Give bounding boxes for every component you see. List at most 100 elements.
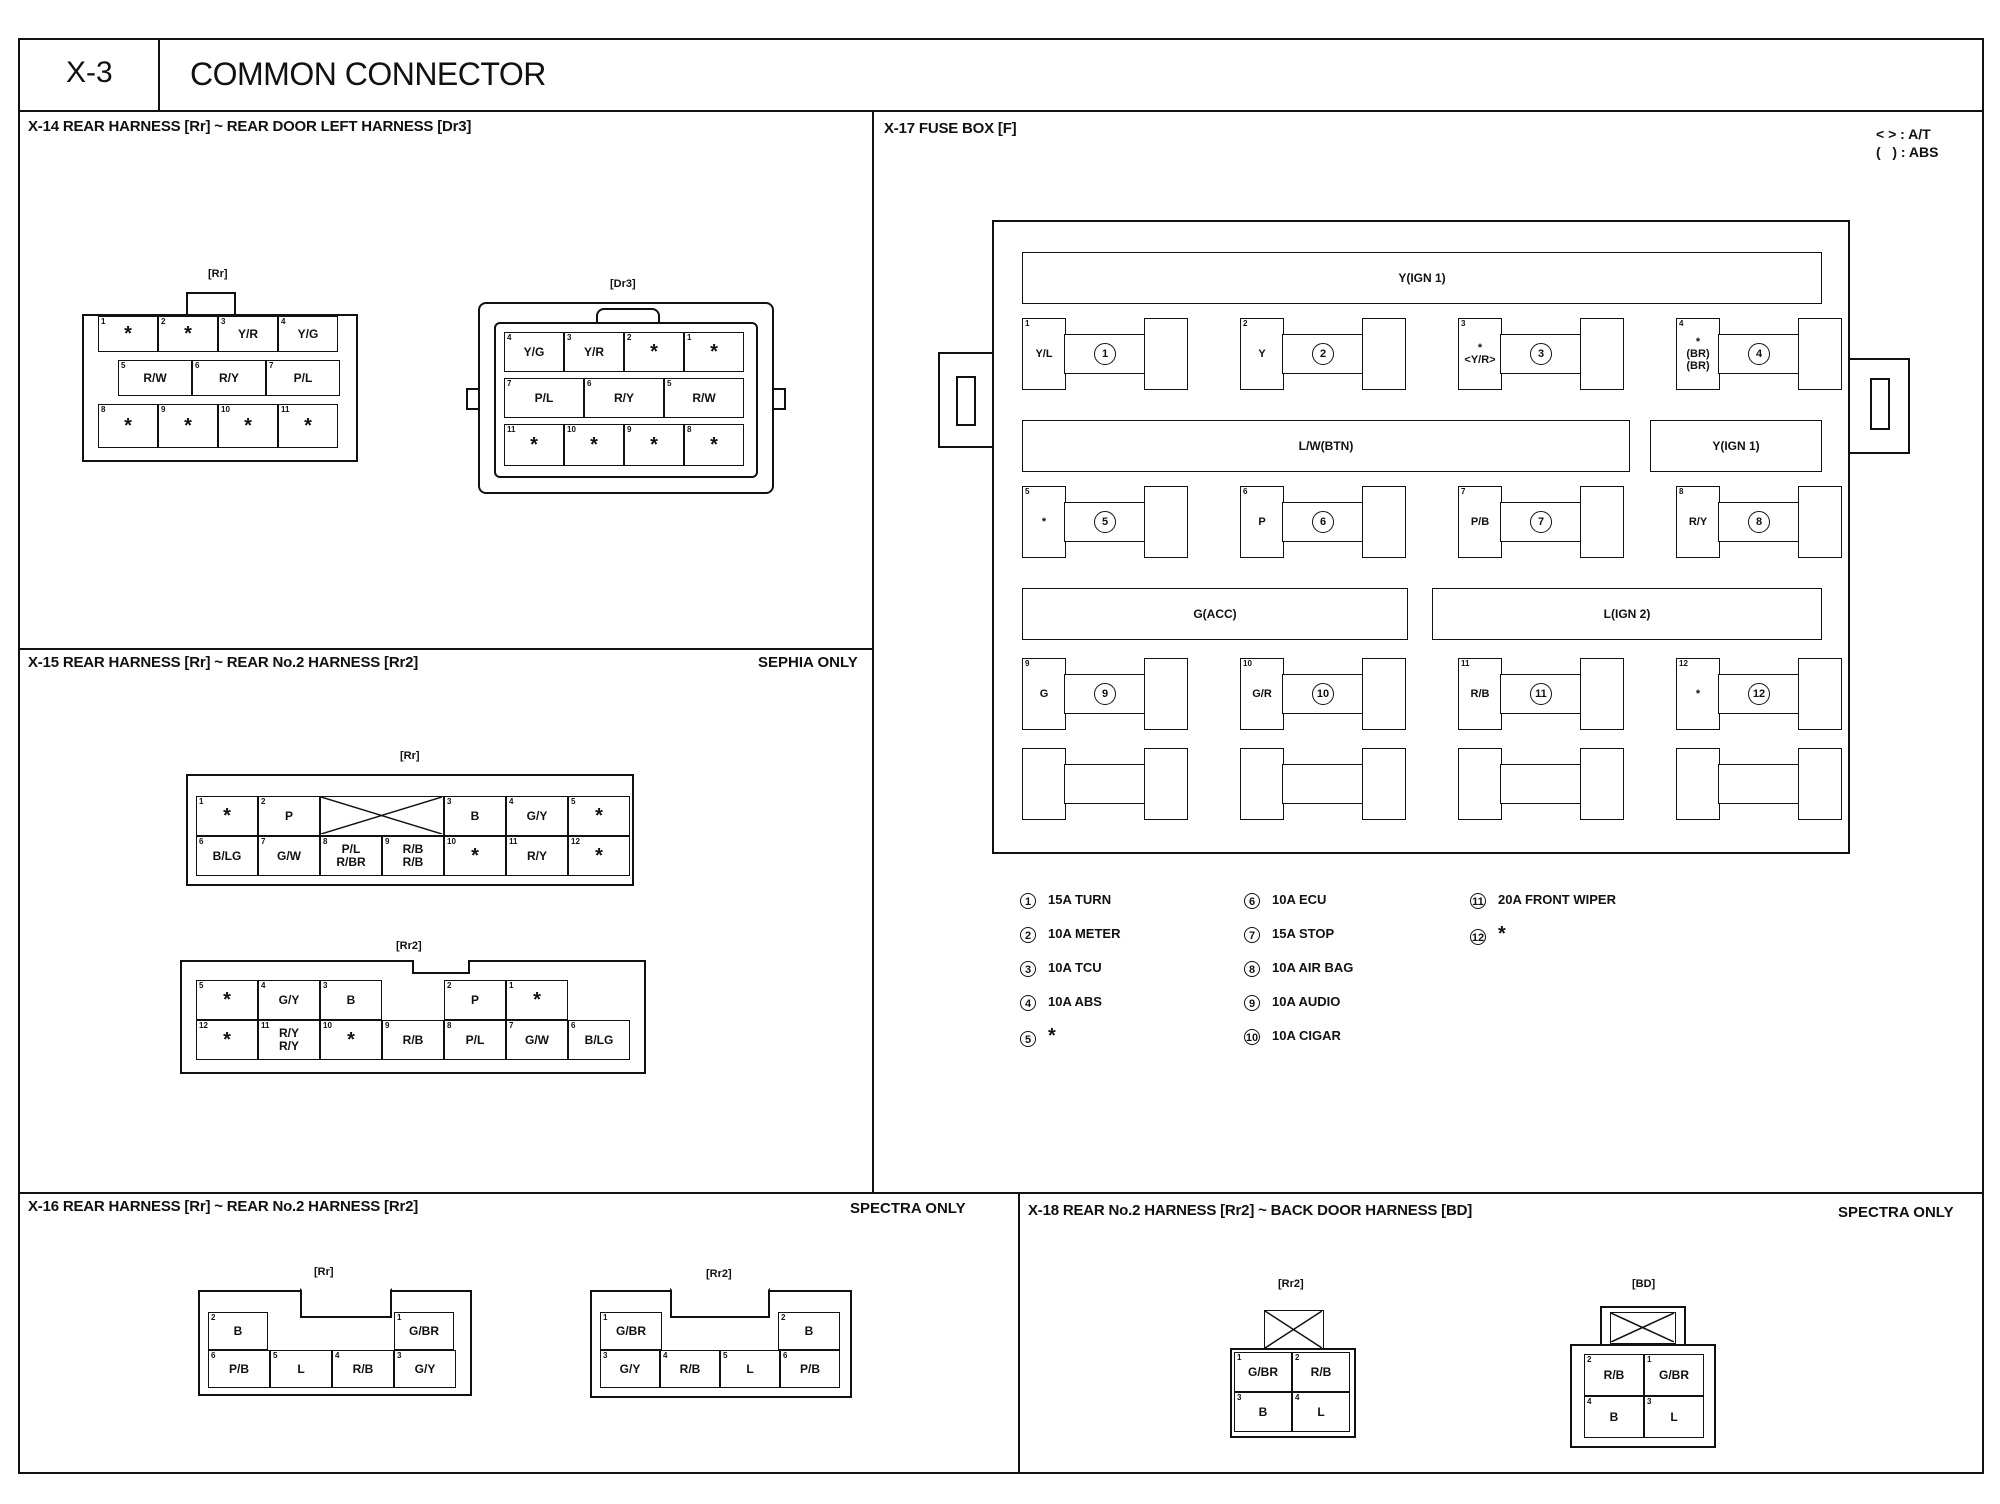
wire-color: L: [1317, 1404, 1325, 1419]
x17-legend-number: 8: [1244, 960, 1260, 977]
x17-fuse-terminal-right: [1362, 318, 1406, 390]
wire-color: G/Y: [414, 1361, 436, 1376]
x17-fuse-number: 9: [1094, 683, 1116, 705]
x17-legend-item: 5*: [1020, 1026, 1056, 1047]
x15-rr2-latch: [412, 960, 470, 974]
pin-number: 6: [783, 1351, 788, 1360]
wire-color: Y: [1258, 348, 1266, 360]
x17-fuse-terminal: 12*: [1676, 658, 1720, 730]
x17-legend-label: 10A AUDIO: [1272, 994, 1341, 1009]
pin-number: 1: [397, 1313, 402, 1322]
x17-fuse-body: [1500, 674, 1582, 714]
x14-dr3-pin: 8*: [684, 424, 744, 466]
x15-rr-pin: 5*: [568, 796, 630, 836]
x17-bus-bar: Y(IGN 1): [1022, 252, 1822, 304]
pin-number: 11: [1461, 659, 1470, 668]
unused-pin-marker: *: [124, 323, 132, 345]
pin-number: 2: [781, 1313, 786, 1322]
pin-number: 10: [447, 837, 456, 846]
pin-number: 6: [211, 1351, 216, 1360]
x14-rr-pin: 11*: [278, 404, 338, 448]
x17-fuse-number: 10: [1312, 683, 1334, 705]
header-code: X-3: [66, 56, 113, 89]
unused-pin-marker: *: [471, 845, 479, 867]
pin-number: 7: [509, 1021, 514, 1030]
x17-spare-terminal-right: [1362, 748, 1406, 820]
pin-number: 2: [1295, 1353, 1300, 1362]
wire-color: P/B: [799, 1361, 820, 1376]
unused-pin-marker: *: [595, 805, 603, 827]
pin-number: 4: [1587, 1397, 1592, 1406]
unused-pin-marker: *: [184, 323, 192, 345]
pin-number: 6: [1243, 487, 1248, 496]
wire-color: * (BR) (BR): [1686, 336, 1710, 372]
unused-pin-marker: *: [244, 415, 252, 437]
x17-fuse-terminal-right: [1362, 486, 1406, 558]
pin-number: 3: [323, 981, 328, 990]
x17-spare-terminal: [1458, 748, 1502, 820]
x17-spare-body: [1282, 764, 1364, 804]
pin-number: 8: [101, 405, 106, 414]
pin-number: 5: [571, 797, 576, 806]
x17-legend-number: 5: [1020, 1030, 1036, 1047]
x17-legend-number: 1: [1020, 892, 1036, 909]
pin-number: 9: [385, 1021, 390, 1030]
pin-number: 7: [269, 361, 274, 370]
wire-color: R/Y: [218, 370, 239, 385]
unused-pin-marker: *: [533, 989, 541, 1011]
pin-number: 3: [221, 317, 226, 326]
pin-number: 1: [1025, 319, 1030, 328]
pin-number: 4: [335, 1351, 340, 1360]
x14-dr3-label: [Dr3]: [610, 278, 636, 290]
pin-number: 12: [571, 837, 580, 846]
x17-note-at: < > : A/T: [1876, 126, 1931, 142]
x17-fuse-number: 2: [1312, 343, 1334, 365]
unused-pin-marker: *: [530, 434, 538, 456]
wire-color: P/L R/BR: [336, 842, 366, 869]
x17-legend-label: *: [1498, 923, 1506, 945]
x14-dr3-latch-left: [466, 388, 480, 410]
pin-number: 7: [261, 837, 266, 846]
x17-legend-item: 12*: [1470, 923, 1506, 945]
x17-fuse-number: 8: [1748, 511, 1770, 533]
header-code-box: [18, 38, 160, 112]
wire-color: P/B: [228, 1361, 249, 1376]
x17-fuse-terminal-right: [1798, 658, 1842, 730]
x17-mount-right-slot: [1870, 378, 1890, 430]
pin-number: 7: [507, 379, 512, 388]
wire-color: G/R: [1252, 688, 1272, 700]
wire-color: P: [470, 992, 479, 1007]
wire-color: *: [1041, 516, 1047, 528]
pin-number: 1: [101, 317, 106, 326]
pin-number: 3: [1461, 319, 1466, 328]
x17-note-abs: ( ) : ABS: [1876, 144, 1939, 160]
x17-spare-terminal-right: [1580, 748, 1624, 820]
pin-number: 4: [1679, 319, 1684, 328]
wire-color: R/Y: [1688, 516, 1708, 528]
x18-note: SPECTRA ONLY: [1838, 1204, 1954, 1221]
pin-number: 4: [261, 981, 266, 990]
